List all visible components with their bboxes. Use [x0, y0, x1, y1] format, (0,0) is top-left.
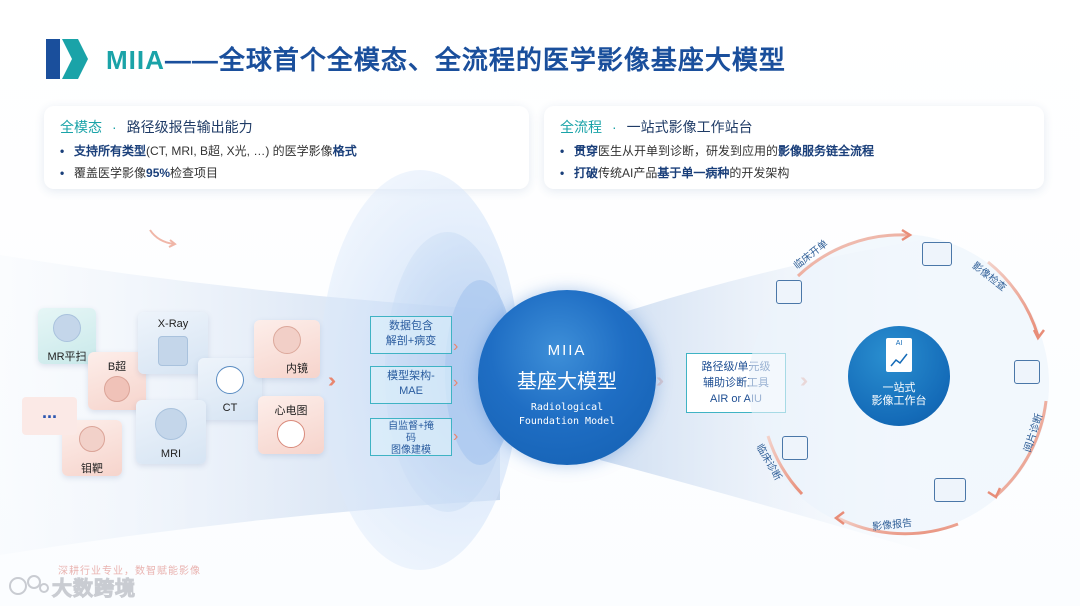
line1-text: (CT, MRI, B超, X光, …) 的医学影像 — [146, 144, 333, 158]
line2-bold: 打破 — [574, 166, 599, 180]
scanner-bed-icon — [922, 242, 952, 266]
workstation-hub: AI 一站式 影像工作台 — [848, 326, 950, 426]
workflow-card-title: 全流程 — [560, 119, 602, 135]
line2-text: 传统AI产品 — [598, 166, 658, 180]
title-dash: —— — [164, 45, 219, 75]
mammography-icon — [79, 426, 105, 452]
clinician-desk-icon — [782, 436, 808, 460]
watermark-slogan: 深耕行业专业，数智赋能影像 — [58, 566, 201, 577]
trend-line-icon — [890, 353, 908, 367]
separator-dot: · — [612, 119, 617, 135]
ai-badge: AI — [895, 340, 903, 347]
bullet-icon: • — [560, 166, 565, 180]
modality-tile-ultrasound: B超 — [88, 352, 146, 410]
lung-icon — [216, 366, 244, 394]
line2-post: 检查项目 — [170, 166, 219, 180]
modality-label: 心电图 — [274, 405, 308, 417]
modality-card: 全模态 · 路径级报告输出能力 • 支持所有类型(CT, MRI, B超, X光, …… — [44, 106, 529, 189]
workflow-card: 全流程 · 一站式影像工作站台 • 贯穿医生从开单到诊断，研发到应用的影像服务链全流程… — [544, 106, 1044, 189]
modality-label: MRI — [160, 448, 182, 460]
line2-bold: 95% — [146, 166, 171, 180]
modality-card-header: 全模态 · 路径级报告输出能力 — [60, 117, 253, 137]
modality-card-subtitle: 路径级报告输出能力 — [126, 119, 253, 135]
line2-post: 的开发架构 — [729, 166, 790, 180]
core-model-name: MIIA — [547, 342, 587, 359]
core-model: MIIA 基座大模型 Radiological Foundation Model — [478, 290, 656, 465]
workflow-card-line-2: • 打破传统AI产品基于单一病种的开发架构 — [560, 164, 789, 181]
modality-card-title: 全模态 — [60, 119, 102, 135]
feature-box-selfsupervised: 自监督+掩 码 图像建模 — [370, 418, 452, 456]
core-model-title: 基座大模型 — [517, 371, 617, 393]
modality-label: B超 — [107, 361, 127, 373]
modality-label: 钼靶 — [81, 463, 103, 475]
line1-bold: 贯穿 — [574, 144, 599, 158]
curved-arrow-icon — [149, 229, 177, 248]
modality-label: CT — [222, 402, 238, 414]
order-form-icon — [776, 280, 802, 304]
modality-card-line-2: • 覆盖医学影像95%检查项目 — [60, 164, 218, 181]
feature-box-architecture: 模型架构- MAE — [370, 366, 452, 404]
modality-tile-xray: X-Ray — [138, 312, 208, 374]
workflow-card-line-1: • 贯穿医生从开单到诊断，研发到应用的影像服务链全流程 — [560, 142, 874, 159]
modality-label: MR平扫 — [47, 351, 87, 363]
flow-chevron-icon: ››› — [328, 370, 336, 392]
bullet-icon: • — [560, 144, 565, 158]
endoscope-icon — [273, 326, 301, 354]
watermark-brand: 大数跨境 — [52, 578, 136, 601]
bullet-icon: • — [60, 166, 65, 180]
line2-pre: 覆盖医学影像 — [74, 166, 147, 180]
modality-card-line-1: • 支持所有类型(CT, MRI, B超, X光, …) 的医学影像格式 — [60, 142, 357, 159]
core-model-en-line-2: Foundation Model — [518, 416, 616, 427]
ai-document-icon: AI — [886, 338, 912, 372]
page-title: MIIA——全球首个全模态、全流程的医学影像基座大模型 — [106, 40, 786, 77]
doctor-reading-icon — [1014, 360, 1040, 384]
title-brand: MIIA — [106, 45, 165, 75]
mri-scanner-icon — [155, 408, 187, 440]
modality-label: X-Ray — [157, 318, 189, 330]
title-text: 全球首个全模态、全流程的医学影像基座大模型 — [218, 45, 786, 75]
report-chart-icon — [934, 478, 966, 502]
line1-bold2: 格式 — [332, 144, 357, 158]
xray-icon — [158, 336, 188, 366]
core-model-en-line-1: Radiological — [530, 402, 604, 413]
bullet-icon: • — [60, 144, 65, 158]
watermark-logo-icon — [9, 575, 49, 595]
tool-line-3: AIR or AIU — [710, 393, 762, 405]
modality-label: 内镜 — [286, 363, 308, 375]
line1-bold: 支持所有类型 — [74, 144, 147, 158]
workstation-line-2: 影像工作台 — [871, 395, 927, 407]
line1-bold2: 影像服务链全流程 — [778, 144, 875, 158]
modality-tile-endoscope: 内镜 — [254, 320, 320, 378]
feature-box-data: 数据包含 解剖+病变 — [370, 316, 452, 354]
core-model-subtitle: Radiological Foundation Model — [478, 401, 656, 429]
brand-logo-icon — [46, 39, 88, 79]
ultrasound-icon — [104, 376, 130, 402]
brain-icon — [53, 314, 81, 342]
workflow-card-subtitle: 一站式影像工作站台 — [626, 119, 753, 135]
separator-dot: · — [112, 119, 117, 135]
workflow-card-header: 全流程 · 一站式影像工作站台 — [560, 117, 753, 137]
line2-bold2: 基于单一病种 — [657, 166, 730, 180]
modality-tile-mri: MRI — [136, 400, 206, 464]
more-modalities: ... — [22, 397, 77, 435]
line1-text: 医生从开单到诊断，研发到应用的 — [598, 144, 779, 158]
workstation-line-1: 一站式 — [882, 382, 916, 394]
modality-tile-mr: MR平扫 — [38, 308, 96, 364]
modality-tile-ecg: 心电图 — [258, 396, 324, 454]
modality-tile-ct: CT — [198, 358, 262, 420]
heart-icon — [277, 420, 305, 448]
